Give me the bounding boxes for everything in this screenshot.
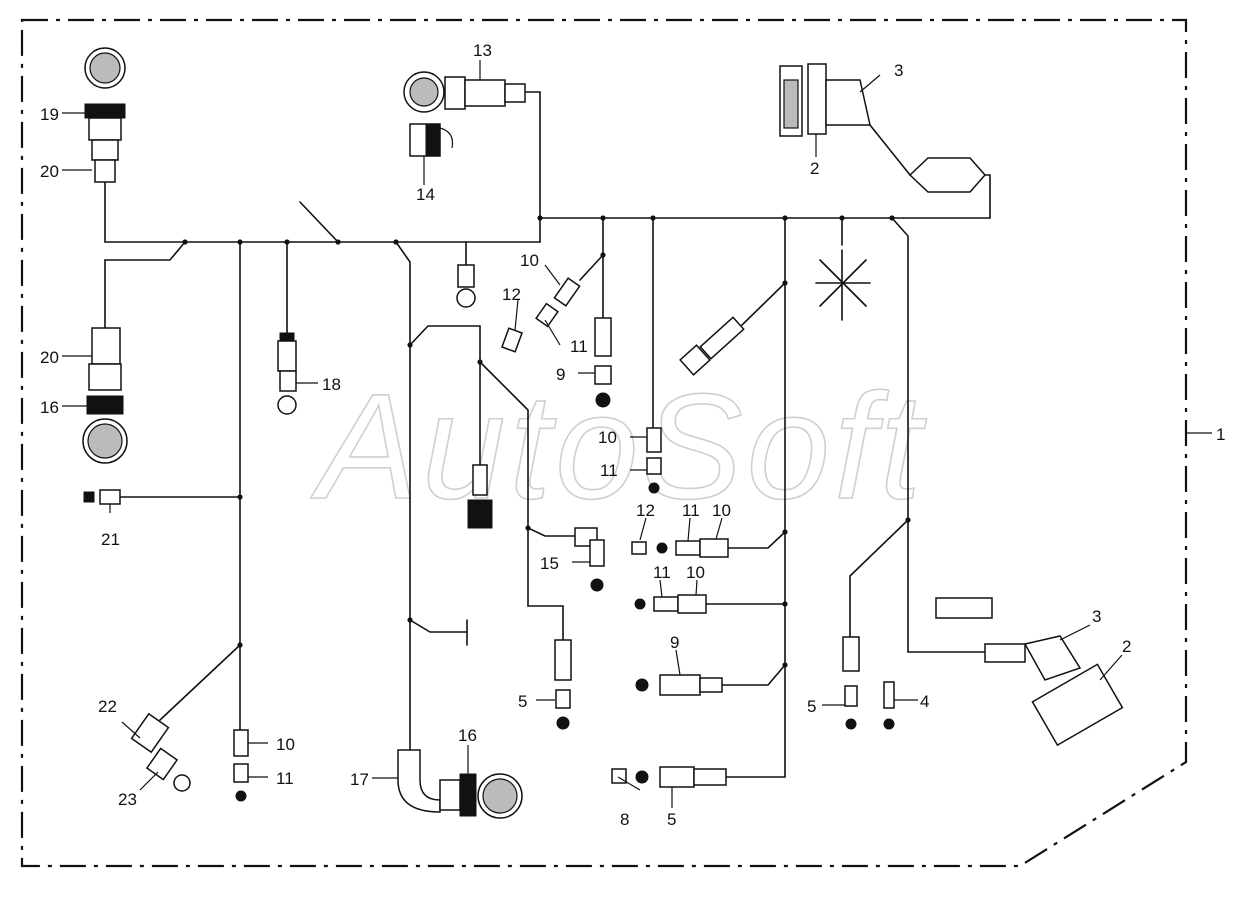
connector-row-777: [611, 766, 727, 788]
callout-18: 18: [322, 375, 341, 394]
callout-13: 13: [473, 41, 492, 60]
wire-junctions: [182, 215, 911, 668]
callout-10: 10: [712, 501, 731, 520]
connector-13: [403, 71, 526, 113]
connector-14: [409, 123, 454, 157]
callout-2: 2: [810, 159, 819, 178]
callout-14: 14: [416, 185, 435, 204]
ecu-connector-bottom: [935, 597, 1124, 747]
callout-2: 2: [1122, 637, 1131, 656]
ground-eyelet: [456, 264, 476, 308]
callout-5: 5: [667, 810, 676, 829]
callout-16: 16: [40, 398, 59, 417]
callout-15: 15: [540, 554, 559, 573]
watermark: AutoSoft: [310, 362, 927, 530]
callout-17: 17: [350, 770, 369, 789]
callout-5: 5: [518, 692, 527, 711]
callout-10: 10: [686, 563, 705, 582]
callout-10: 10: [276, 735, 295, 754]
callout-11: 11: [600, 461, 618, 480]
connector-10-11-12-top: [501, 277, 612, 408]
callout-11: 11: [570, 337, 588, 356]
callout-12: 12: [636, 501, 655, 520]
callout-21: 21: [101, 530, 120, 549]
connector-5-mid: [554, 639, 572, 730]
connector-18: [277, 332, 297, 415]
callout-4: 4: [920, 692, 929, 711]
connector-22-23: [130, 712, 191, 792]
callout-3: 3: [1092, 607, 1101, 626]
callout-leaders: [62, 60, 1123, 808]
callout-10: 10: [520, 251, 539, 270]
connector-17-16: [397, 749, 523, 819]
callout-11: 11: [653, 563, 671, 582]
connector-5-4-right: [842, 636, 895, 730]
connector-19-stack: [84, 47, 126, 183]
connector-row-685: [635, 674, 723, 696]
callout-1: 1: [1216, 425, 1225, 444]
callout-11: 11: [682, 501, 700, 520]
connector-row-548: [631, 538, 729, 558]
callout-12: 12: [502, 285, 521, 304]
callout-10: 10: [598, 428, 617, 447]
callout-11: 11: [276, 769, 294, 788]
connector-16-stack: [82, 327, 128, 464]
connector-15: [574, 527, 605, 592]
callout-3: 3: [894, 61, 903, 80]
connector-diagonal: [679, 316, 745, 376]
ecu-module-top: [908, 157, 987, 193]
callout-22: 22: [98, 697, 117, 716]
callout-8: 8: [620, 810, 629, 829]
connector-10-11-middle: [646, 427, 662, 494]
callout-16: 16: [458, 726, 477, 745]
callout-19: 19: [40, 105, 59, 124]
callout-20: 20: [40, 348, 59, 367]
connector-center: [467, 464, 493, 529]
ecu-connector-top: [779, 63, 871, 137]
assembly-boundary: [20, 18, 1188, 868]
callout-5: 5: [807, 697, 816, 716]
callout-20: 20: [40, 162, 59, 181]
callout-9: 9: [670, 633, 679, 652]
callout-9: 9: [556, 365, 565, 384]
connector-10-11-bottom-left: [233, 729, 249, 802]
callout-23: 23: [118, 790, 137, 809]
connector-21: [83, 489, 121, 505]
callout-labels: 1 2 2 3 3 4 5 5 5 8 9 9 10 10 10 10 10 1…: [40, 41, 1225, 829]
star-marker: [815, 249, 871, 321]
connector-row-604: [634, 594, 707, 614]
